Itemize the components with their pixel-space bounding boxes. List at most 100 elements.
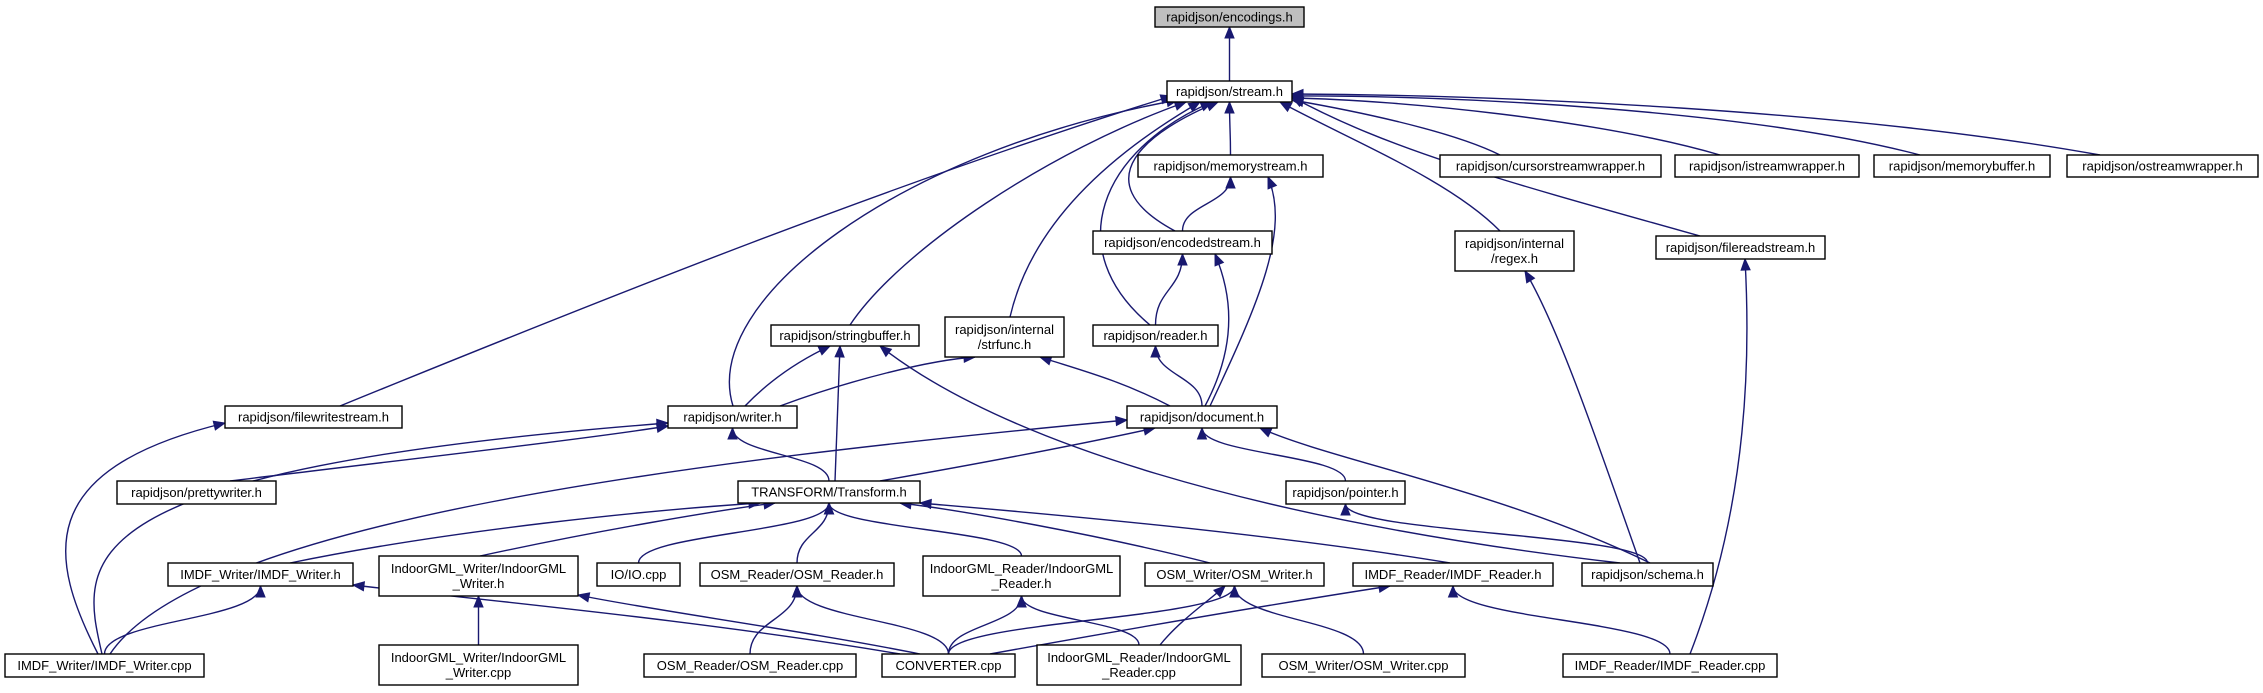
node-istreamwrapper[interactable]: rapidjson/istreamwrapper.h xyxy=(1674,154,1860,178)
node-indoorgmlreader_h[interactable]: IndoorGML_Reader/IndoorGML_Reader.h xyxy=(922,555,1121,597)
node-memorybuffer[interactable]: rapidjson/memorybuffer.h xyxy=(1873,154,2051,178)
nodes-layer: rapidjson/encodings.h rapidjson/stream.h r… xyxy=(4,6,2259,686)
node-label: _Reader.h xyxy=(991,576,1052,591)
edge-indoorgmlwriter_cpp-to-indoorgmlwriter_h xyxy=(473,594,484,646)
node-box xyxy=(1454,230,1575,272)
edge-osmwriter_h-to-transform xyxy=(898,499,1211,564)
edge-transform-to-document xyxy=(879,425,1157,482)
node-ostreamwrapper[interactable]: rapidjson/ostreamwrapper.h xyxy=(2066,154,2259,178)
node-box xyxy=(1352,562,1554,587)
node-document[interactable]: rapidjson/document.h xyxy=(1126,405,1278,429)
node-box xyxy=(1126,405,1278,429)
node-regex[interactable]: rapidjson/internal/regex.h xyxy=(1454,230,1575,272)
node-strfunc[interactable]: rapidjson/internal/strfunc.h xyxy=(944,316,1065,358)
edge-arrowhead xyxy=(823,501,835,515)
node-indoorgmlwriter_cpp[interactable]: IndoorGML_Writer/IndoorGML_Writer.cpp xyxy=(378,644,579,686)
node-label: rapidjson/reader.h xyxy=(1103,328,1207,343)
edge-arrowhead xyxy=(1187,101,1202,113)
edge-indoorgmlreader_h-to-transform xyxy=(823,501,1023,557)
node-box xyxy=(167,562,354,587)
edge-arrowhead xyxy=(255,584,266,598)
node-box xyxy=(1154,6,1305,28)
node-box xyxy=(1036,644,1242,686)
node-label: rapidjson/stringbuffer.h xyxy=(779,328,910,343)
node-encodedstream[interactable]: rapidjson/encodedstream.h xyxy=(1092,230,1273,255)
node-box xyxy=(1655,235,1826,260)
node-transform[interactable]: TRANSFORM/Transform.h xyxy=(737,480,921,504)
node-box xyxy=(1581,562,1714,587)
node-indoorgmlreader_cpp[interactable]: IndoorGML_Reader/IndoorGML_Reader.cpp xyxy=(1036,644,1242,686)
node-box xyxy=(1285,480,1406,505)
node-box xyxy=(1674,154,1860,178)
edge-arrowhead xyxy=(1447,584,1459,598)
node-writer[interactable]: rapidjson/writer.h xyxy=(667,405,798,429)
node-label: IMDF_Reader/IMDF_Reader.cpp xyxy=(1575,658,1766,673)
node-box xyxy=(667,405,798,429)
node-label: rapidjson/encodings.h xyxy=(1166,10,1292,25)
edge-prettywriter-to-writer xyxy=(229,422,670,482)
edge-arrowhead xyxy=(1177,252,1188,266)
edge-document-to-reader xyxy=(1150,344,1203,407)
node-box xyxy=(944,316,1065,358)
edge-imdfreader_cpp-to-filereadstream xyxy=(1689,257,1751,655)
node-label: rapidjson/cursorstreamwrapper.h xyxy=(1456,159,1645,174)
node-box xyxy=(1166,80,1293,103)
node-label: rapidjson/memorystream.h xyxy=(1154,159,1308,174)
node-box xyxy=(1873,154,2051,178)
edge-converter_cpp-to-indoorgmlreader_h xyxy=(947,594,1027,655)
edge-stream-to-encodings xyxy=(1224,25,1235,81)
edge-document-to-memorystream xyxy=(1209,175,1278,407)
node-label: OSM_Writer/OSM_Writer.h xyxy=(1156,567,1312,582)
node-cursorstreamwrapper[interactable]: rapidjson/cursorstreamwrapper.h xyxy=(1439,154,1662,178)
node-osmreader_h[interactable]: OSM_Reader/OSM_Reader.h xyxy=(699,562,895,587)
edge-ostreamwrapper-to-stream xyxy=(1290,88,2101,156)
node-converter_cpp[interactable]: CONVERTER.cpp xyxy=(881,653,1016,678)
node-osmwriter_h[interactable]: OSM_Writer/OSM_Writer.h xyxy=(1144,562,1325,587)
node-schema[interactable]: rapidjson/schema.h xyxy=(1581,562,1714,587)
node-label: IMDF_Writer/IMDF_Writer.h xyxy=(180,567,341,582)
edge-arrowhead xyxy=(1115,415,1129,427)
node-filereadstream[interactable]: rapidjson/filereadstream.h xyxy=(1655,235,1826,260)
node-stringbuffer[interactable]: rapidjson/stringbuffer.h xyxy=(770,324,920,347)
node-imdfwriter_cpp[interactable]: IMDF_Writer/IMDF_Writer.cpp xyxy=(4,653,205,678)
node-io_cpp[interactable]: IO/IO.cpp xyxy=(596,562,681,587)
edge-arrowhead xyxy=(1225,175,1236,189)
edge-arrowhead xyxy=(1524,269,1536,284)
node-osmwriter_cpp[interactable]: OSM_Writer/OSM_Writer.cpp xyxy=(1261,653,1466,678)
node-reader[interactable]: rapidjson/reader.h xyxy=(1092,324,1219,347)
node-box xyxy=(770,324,920,347)
node-label: _Writer.h xyxy=(452,576,505,591)
node-indoorgmlwriter_h[interactable]: IndoorGML_Writer/IndoorGML_Writer.h xyxy=(378,555,579,597)
node-label: IndoorGML_Writer/IndoorGML xyxy=(391,561,566,576)
edge-arrowhead xyxy=(212,420,227,431)
edge-arrowhead xyxy=(473,594,484,608)
node-osmreader_cpp[interactable]: OSM_Reader/OSM_Reader.cpp xyxy=(643,653,857,678)
node-pointer[interactable]: rapidjson/pointer.h xyxy=(1285,480,1406,505)
node-label: rapidjson/document.h xyxy=(1140,410,1264,425)
node-imdfwriter_h[interactable]: IMDF_Writer/IMDF_Writer.h xyxy=(167,562,354,587)
node-imdfreader_cpp[interactable]: IMDF_Reader/IMDF_Reader.cpp xyxy=(1562,653,1778,678)
edge-writer-to-stringbuffer xyxy=(744,345,832,407)
node-label: IndoorGML_Reader/IndoorGML xyxy=(930,561,1114,576)
node-box xyxy=(378,644,579,686)
edge-imdfwriter_cpp-to-filewritestream xyxy=(65,420,227,655)
node-label: rapidjson/internal xyxy=(1465,236,1564,251)
node-prettywriter[interactable]: rapidjson/prettywriter.h xyxy=(116,480,277,505)
node-memorystream[interactable]: rapidjson/memorystream.h xyxy=(1137,154,1324,178)
edge-arrowhead xyxy=(1290,88,1304,100)
node-label: rapidjson/memorybuffer.h xyxy=(1889,159,2035,174)
node-filewritestream[interactable]: rapidjson/filewritestream.h xyxy=(224,405,403,429)
edge-imdfwriter_cpp-to-imdfwriter_h xyxy=(103,584,266,655)
node-label: OSM_Writer/OSM_Writer.cpp xyxy=(1279,658,1449,673)
node-box xyxy=(699,562,895,587)
edge-arrowhead xyxy=(1016,594,1027,608)
edge-pointer-to-document xyxy=(1196,426,1347,482)
node-label: rapidjson/schema.h xyxy=(1591,567,1704,582)
node-label: CONVERTER.cpp xyxy=(896,658,1002,673)
node-imdfreader_h[interactable]: IMDF_Reader/IMDF_Reader.h xyxy=(1352,562,1554,587)
edge-schema-to-regex xyxy=(1524,269,1641,564)
edge-writer-to-strfunc xyxy=(779,352,977,407)
node-label: rapidjson/encodedstream.h xyxy=(1104,235,1261,250)
node-stream[interactable]: rapidjson/stream.h xyxy=(1166,80,1293,103)
